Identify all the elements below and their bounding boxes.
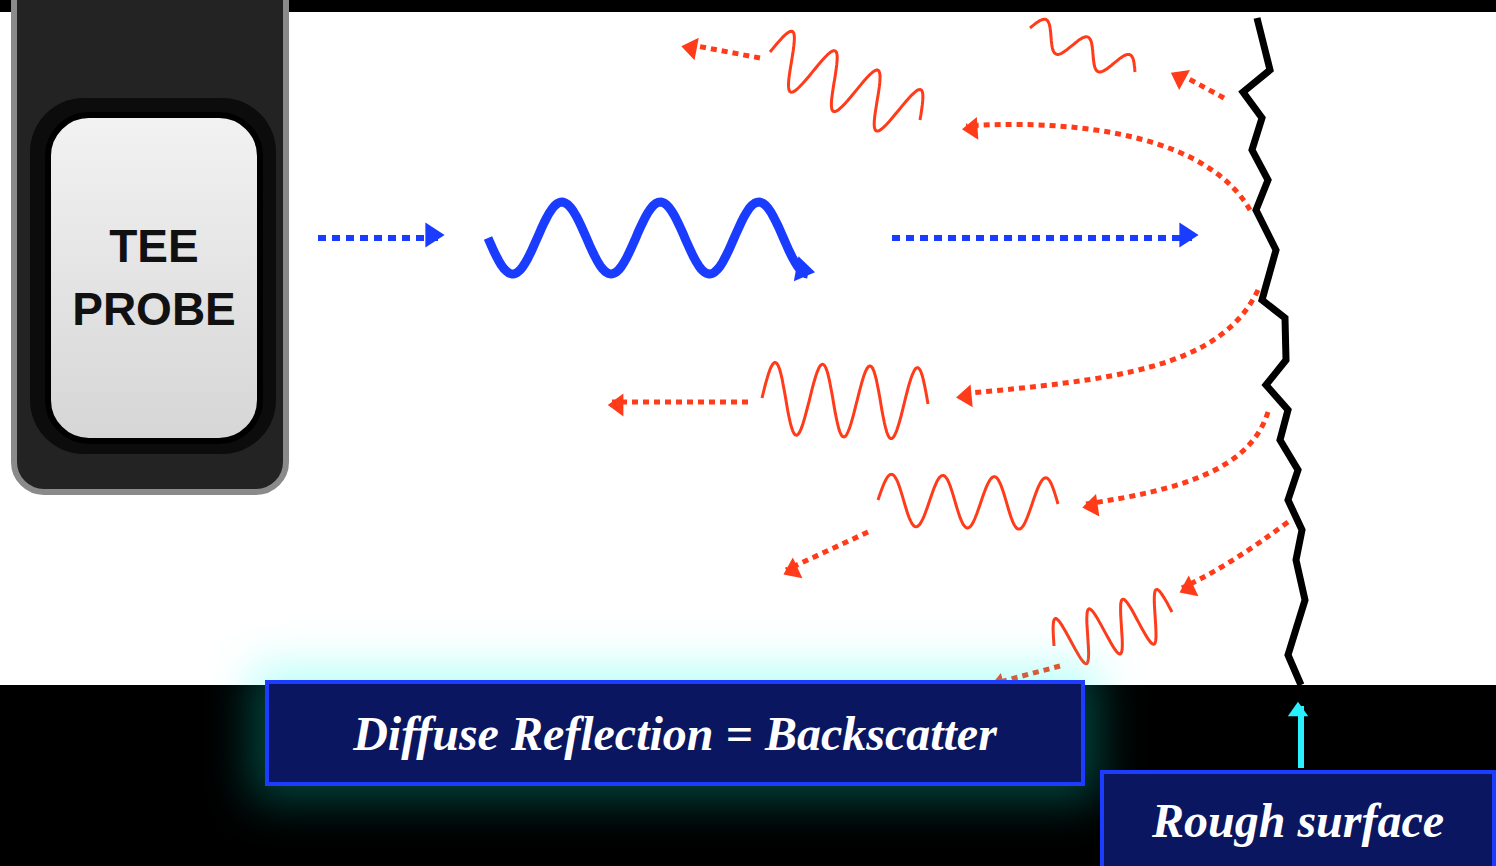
backscatter-path — [786, 532, 868, 570]
probe-face: TEE PROBE — [45, 112, 263, 444]
pointer-arrow — [1298, 706, 1304, 768]
probe-body — [14, 0, 286, 492]
node-label: Diffuse Reflection = Backscatter — [353, 706, 997, 761]
backscatter-path — [686, 44, 760, 58]
backscatter-path — [1182, 522, 1288, 588]
wave — [488, 202, 808, 274]
backscatter-path — [966, 124, 1250, 210]
node-label: TEE PROBE — [51, 215, 257, 342]
node-label: Rough surface — [1152, 793, 1444, 848]
backscatter-path — [612, 400, 748, 405]
probe-rim — [30, 98, 276, 454]
incident-arrow — [892, 235, 1192, 241]
wave — [770, 31, 923, 131]
caption-box: Rough surface — [1100, 770, 1496, 866]
wave — [878, 474, 1058, 529]
backscatter-path — [960, 290, 1258, 394]
wave — [1030, 19, 1135, 72]
caption-box: Diffuse Reflection = Backscatter — [265, 680, 1085, 786]
wave — [1053, 589, 1172, 663]
incident-arrow — [318, 235, 438, 241]
backscatter-path — [1176, 72, 1224, 98]
wave — [762, 363, 928, 439]
backscatter-path — [1086, 412, 1268, 504]
rough-surface-line — [1243, 18, 1305, 685]
